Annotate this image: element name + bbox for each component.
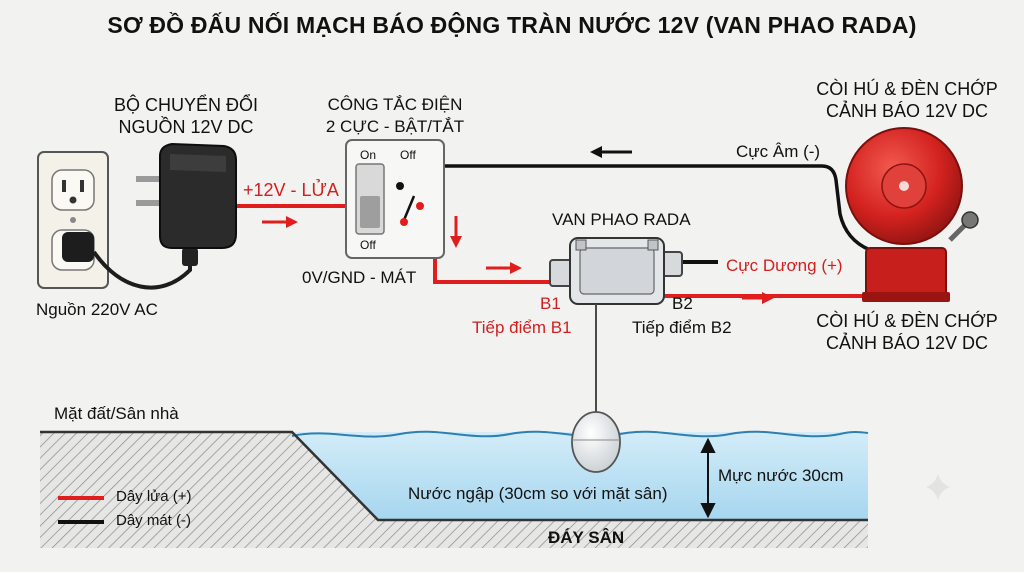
siren-label-bottom: CÒI HÚ & ĐÈN CHỚP CẢNH BÁO 12V DC [812, 310, 1002, 354]
siren-device [845, 127, 979, 302]
float-valve-box [549, 237, 683, 473]
float-valve-label: VAN PHAO RADA [552, 210, 691, 229]
outlet-label: Nguồn 220V AC [36, 300, 158, 319]
switch-off-bottom-label: Off [360, 238, 376, 252]
switch-body [345, 139, 445, 259]
pool-bottom-label: ĐÁY SÂN [548, 528, 625, 547]
arrow-live-right [262, 216, 298, 228]
legend-live-label: Dây lửa (+) [116, 488, 192, 505]
ground-section [40, 430, 869, 548]
siren-label-bottom-line1: CÒI HÚ & ĐÈN CHỚP [816, 311, 998, 331]
b1-label: B1 [540, 294, 561, 313]
siren-label-bottom-line2: CẢNH BÁO 12V DC [825, 333, 989, 353]
wire-siren-negative [398, 164, 871, 252]
legend-lines [58, 496, 104, 524]
siren-label-top-line1: CÒI HÚ & ĐÈN CHỚP [816, 79, 998, 99]
negative-wire-label: Cực Âm (-) [736, 142, 821, 161]
wall-outlet [37, 151, 109, 289]
b1-desc-label: Tiếp điểm B1 [472, 318, 572, 337]
switch-label-line1: CÔNG TẮC ĐIỆN [327, 95, 463, 114]
switch-off-top-label: Off [400, 148, 416, 162]
power-adapter [92, 142, 237, 290]
flood-water [292, 432, 868, 520]
switch-label-line2: 2 CỰC - BẬT/TẮT [325, 117, 465, 136]
adapter-label-line2: NGUỒN 12V DC [118, 117, 254, 137]
b2-label: B2 [672, 294, 693, 313]
adapter-label: BỘ CHUYỂN ĐỔI NGUỒN 12V DC [96, 94, 276, 138]
flood-label: Nước ngập (30cm so với mặt sân) [408, 484, 668, 503]
arrow-siren-right [742, 292, 774, 304]
switch-label: CÔNG TẮC ĐIỆN 2 CỰC - BẬT/TẮT [300, 94, 490, 138]
water-level-dimension [700, 437, 716, 519]
legend-ground-label: Dây mát (-) [116, 512, 191, 529]
diagram-title: SƠ ĐỒ ĐẤU NỐI MẠCH BÁO ĐỘNG TRÀN NƯỚC 12… [107, 12, 917, 38]
b2-desc-label: Tiếp điểm B2 [632, 318, 732, 337]
positive-wire-label: Cực Dương (+) [726, 256, 843, 275]
water-level-label: Mực nước 30cm [718, 466, 844, 485]
ground-surface-label: Mặt đất/Sân nhà [54, 404, 179, 423]
live-wire-label: +12V - LỬA [243, 180, 339, 200]
siren-label-top: CÒI HÚ & ĐÈN CHỚP CẢNH BÁO 12V DC [812, 78, 1002, 122]
ground-wire-label: 0V/GND - MÁT [302, 268, 417, 287]
arrow-switch-down [450, 216, 462, 248]
switch-on-label: On [360, 148, 377, 162]
adapter-label-line1: BỘ CHUYỂN ĐỔI [113, 95, 259, 115]
arrow-valve-right [486, 262, 522, 274]
arrow-negative-left [590, 146, 632, 158]
sparkle-watermark-icon [926, 474, 950, 500]
siren-label-top-line2: CẢNH BÁO 12V DC [825, 101, 989, 121]
